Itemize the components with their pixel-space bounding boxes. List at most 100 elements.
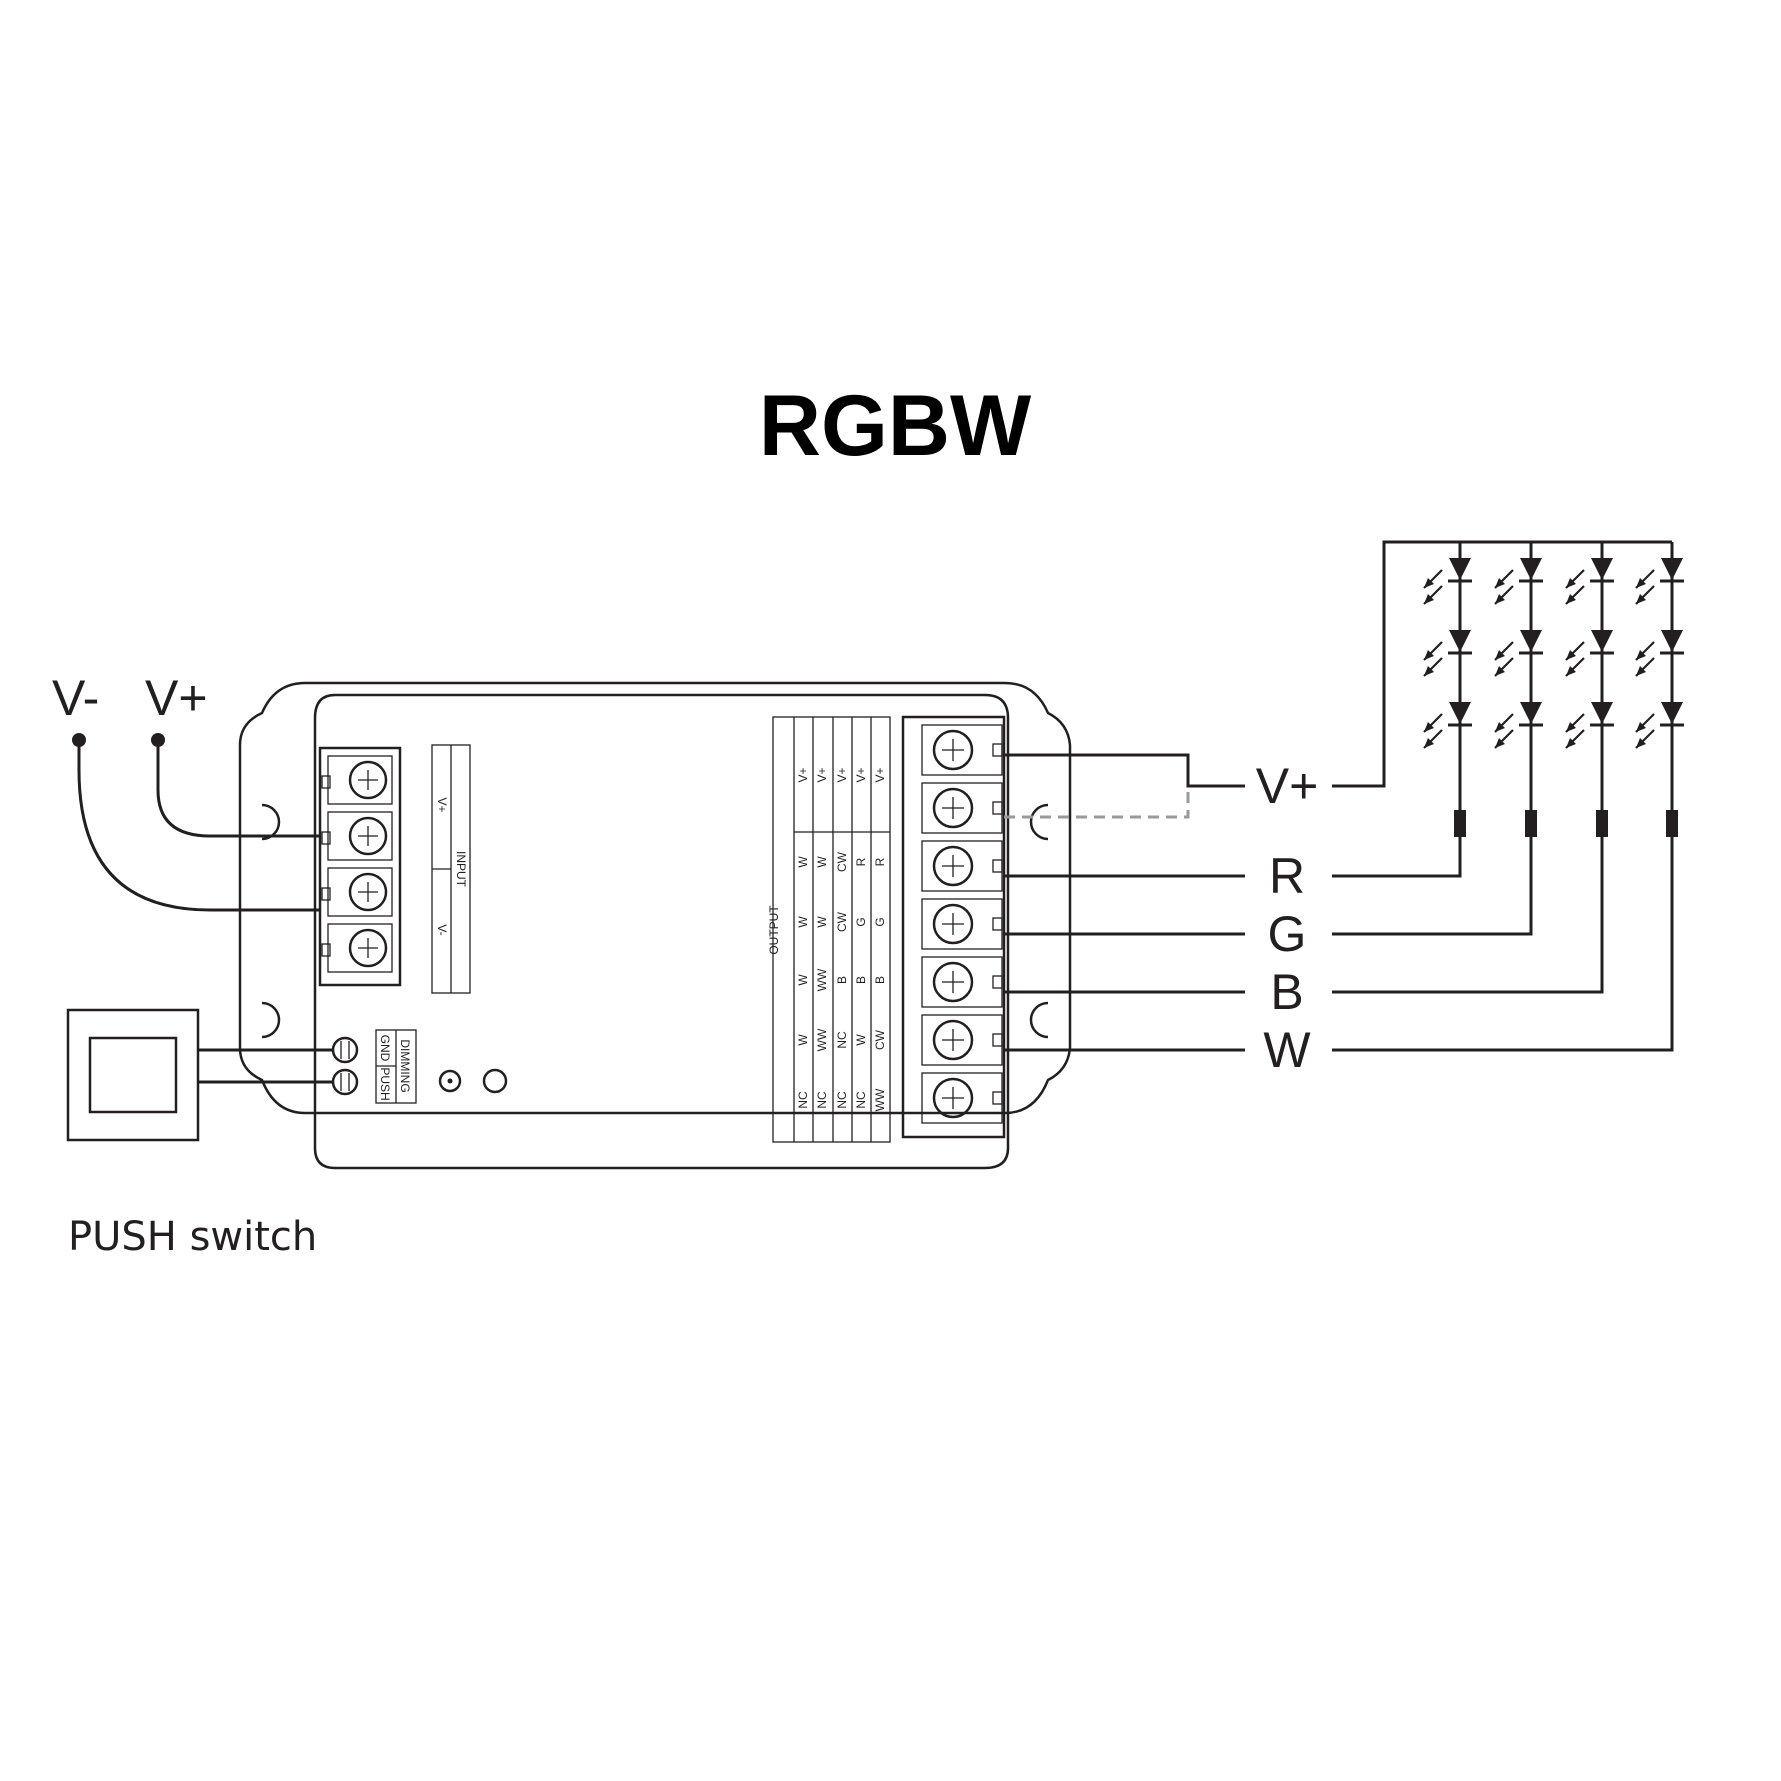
led-diode-icon xyxy=(1661,702,1683,724)
output-table-cell: NC xyxy=(835,1091,849,1109)
v-minus-label: V- xyxy=(52,670,99,726)
resistor-icon xyxy=(1596,810,1608,837)
led-diode-icon xyxy=(1520,558,1542,580)
light-ray-arrowhead xyxy=(1636,738,1646,748)
input-terminal-block xyxy=(318,746,402,987)
output-label-g: G xyxy=(1268,906,1307,962)
output-table-cell: CW xyxy=(873,1029,887,1050)
led-diode-icon xyxy=(1591,630,1613,652)
output-header-label: OUTPUT xyxy=(767,905,781,955)
output-table-cell: W xyxy=(815,856,829,868)
push-switch-label: PUSH switch xyxy=(68,1214,317,1260)
small-screw-icon xyxy=(331,1036,359,1064)
light-ray-arrowhead xyxy=(1636,666,1646,676)
led-indicator-icon xyxy=(438,1069,462,1093)
output-table-cell: NC xyxy=(835,1031,849,1049)
power-input: V- V+ xyxy=(52,670,320,912)
dashed-bridge-wire xyxy=(1004,786,1190,819)
led-diode-icon xyxy=(1520,630,1542,652)
resistor-icon xyxy=(1666,810,1678,837)
screw-icon xyxy=(348,872,388,912)
v-minus-wire xyxy=(77,740,320,912)
screw-icon xyxy=(932,729,974,771)
output-table-cell: CW xyxy=(835,911,849,932)
output-table-cell: W xyxy=(796,916,810,928)
small-screw-icon xyxy=(331,1068,359,1096)
led-diode-icon xyxy=(1591,702,1613,724)
led-diode-icon xyxy=(1661,630,1683,652)
light-ray-arrowhead xyxy=(1495,722,1505,732)
screw-icon xyxy=(932,845,974,887)
push-connectors: DIMMING GND PUSH xyxy=(331,1029,508,1104)
output-table-cell: B xyxy=(835,976,849,984)
push-label: PUSH xyxy=(378,1067,392,1100)
light-ray-arrowhead xyxy=(1566,722,1576,732)
led-diode-icon xyxy=(1449,702,1471,724)
output-label-b: B xyxy=(1270,964,1303,1020)
light-ray-arrowhead xyxy=(1636,650,1646,660)
light-ray-arrowhead xyxy=(1495,650,1505,660)
led-diode-icon xyxy=(1449,630,1471,652)
screw-icon xyxy=(932,1077,974,1119)
led-array xyxy=(1423,542,1684,837)
light-ray-arrowhead xyxy=(1495,738,1505,748)
output-table-cell: W xyxy=(854,1034,868,1046)
light-ray-arrowhead xyxy=(1424,666,1434,676)
output-screw-terminals xyxy=(932,729,974,1119)
output-table-cell: NC xyxy=(796,1091,810,1109)
output-table-cell: NC xyxy=(815,1091,829,1109)
output-table-cell: W xyxy=(796,856,810,868)
screw-icon xyxy=(932,961,974,1003)
output-table-cell: W xyxy=(796,1034,810,1046)
led-wires xyxy=(1332,540,1674,1052)
screw-icon xyxy=(348,816,388,856)
output-table: OUTPUT V+WWWWNCV+WWWWWWNCV+CWCWBNCNCV+RG… xyxy=(767,716,891,1143)
light-ray-arrowhead xyxy=(1495,578,1505,588)
light-ray-arrowhead xyxy=(1566,594,1576,604)
resistor-icon xyxy=(1454,810,1466,837)
input-header-label: INPUT xyxy=(454,851,468,888)
screw-icon xyxy=(932,1019,974,1061)
input-label-block: INPUT V+ V- xyxy=(431,744,471,994)
led-diode-icon xyxy=(1661,558,1683,580)
output-label-r: R xyxy=(1269,848,1305,904)
output-table-cell: B xyxy=(873,976,887,984)
output-table-cell: V+ xyxy=(873,767,887,782)
output-table-cell: R xyxy=(854,857,868,866)
light-ray-arrowhead xyxy=(1566,578,1576,588)
output-table-cell: G xyxy=(854,917,868,926)
output-labels: V+ R G B W xyxy=(1256,758,1319,1078)
output-table-cells: V+WWWWNCV+WWWWWWNCV+CWCWBNCNCV+RGBWNCV+R… xyxy=(796,767,887,1111)
screw-icon xyxy=(348,760,388,800)
push-switch: PUSH switch xyxy=(66,1008,332,1260)
output-table-cell: WW xyxy=(815,1028,829,1051)
input-minus-label: V- xyxy=(435,924,449,935)
resistor-icon xyxy=(1525,810,1537,837)
light-ray-arrowhead xyxy=(1636,722,1646,732)
input-plus-label: V+ xyxy=(435,797,449,812)
v-plus-label: V+ xyxy=(145,670,208,726)
output-table-cell: G xyxy=(873,917,887,926)
output-terminal-block xyxy=(901,715,1006,1139)
light-ray-arrowhead xyxy=(1495,666,1505,676)
light-ray-arrowhead xyxy=(1424,594,1434,604)
light-ray-arrowhead xyxy=(1566,650,1576,660)
light-ray-arrowhead xyxy=(1566,666,1576,676)
output-label-w: W xyxy=(1263,1022,1311,1078)
screw-icon xyxy=(932,903,974,945)
output-wires xyxy=(1004,753,1245,1052)
v-plus-wire xyxy=(156,740,320,838)
output-table-cell: V+ xyxy=(796,767,810,782)
output-table-cell: R xyxy=(873,857,887,866)
output-table-cell: V+ xyxy=(854,767,868,782)
output-table-cell: WW xyxy=(873,1088,887,1111)
screw-icon xyxy=(348,928,388,968)
button-hole-icon xyxy=(482,1068,508,1094)
led-diode-icon xyxy=(1591,558,1613,580)
output-table-cell: W xyxy=(796,974,810,986)
light-ray-arrowhead xyxy=(1424,722,1434,732)
dimming-header-label: DIMMING xyxy=(398,1039,412,1092)
output-table-cell: WW xyxy=(815,968,829,991)
led-diode-icon xyxy=(1449,558,1471,580)
